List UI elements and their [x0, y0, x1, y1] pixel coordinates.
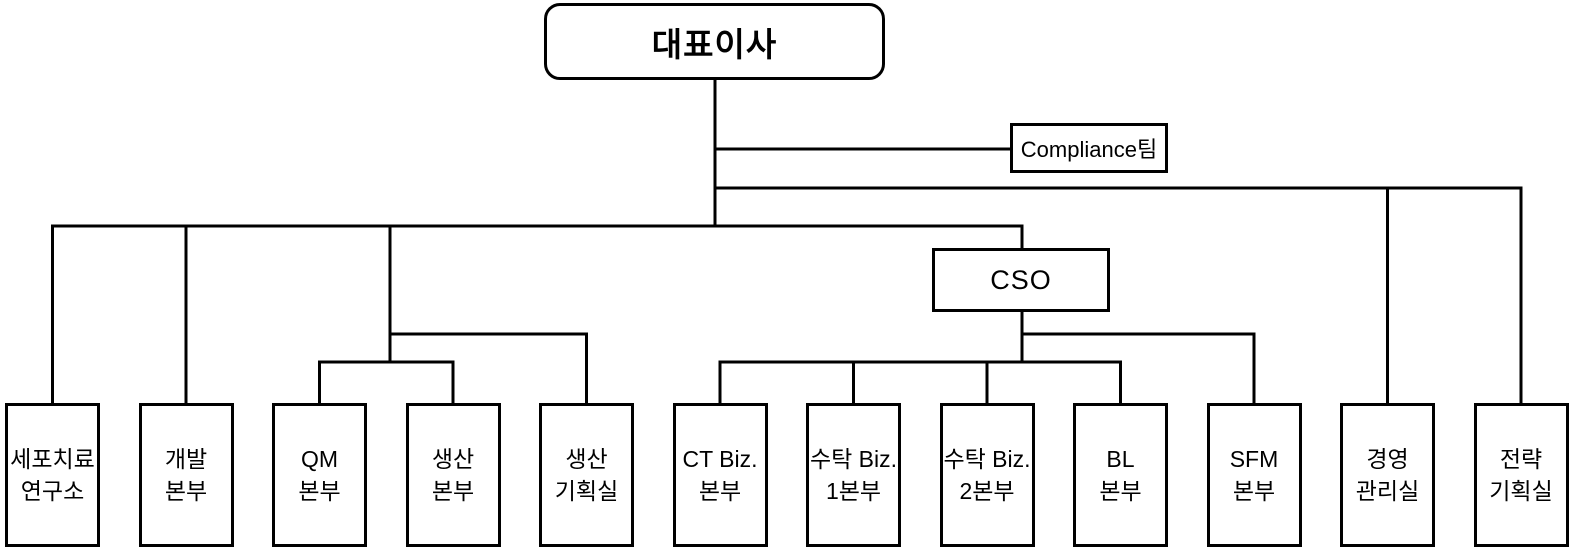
org-node-label: 개발	[164, 446, 208, 472]
org-node-label: 기획실	[554, 478, 619, 504]
org-node-dept-consignment-biz-1: 수탁 Biz. 1본부	[806, 403, 901, 547]
org-node-label: 경영	[1366, 446, 1409, 472]
org-node-label: 본부	[431, 478, 475, 504]
org-node-dept-qm: QM 본부	[272, 403, 367, 547]
org-node-label: 본부	[164, 478, 208, 504]
org-node-label: 본부	[298, 478, 341, 504]
org-node-dept-consignment-biz-2: 수탁 Biz. 2본부	[939, 403, 1035, 547]
org-node-ceo: 대표이사	[544, 3, 885, 80]
org-node-label: 대표이사	[651, 25, 778, 63]
org-node-dept-development: 개발 본부	[138, 403, 234, 547]
org-node-label: QM	[300, 446, 339, 472]
org-node-label: 연구소	[20, 478, 85, 504]
org-node-label: 수탁 Biz.	[943, 446, 1031, 472]
org-node-dept-sfm: SFM 본부	[1206, 403, 1302, 547]
org-node-label: 생산	[565, 446, 608, 472]
org-node-dept-production: 생산 본부	[405, 403, 501, 547]
org-node-dept-cell-therapy-institute: 세포치료 연구소	[5, 403, 100, 547]
org-node-dept-strategic-planning: 전략 기획실	[1473, 403, 1569, 547]
org-node-label: 1본부	[825, 478, 882, 504]
org-node-label: Compliance팀	[1020, 137, 1158, 162]
org-node-label: 2본부	[959, 478, 1015, 504]
org-node-label: CT Biz.	[682, 446, 758, 472]
org-node-label: 본부	[1099, 478, 1142, 504]
org-node-label: SFM	[1229, 446, 1279, 472]
org-node-dept-production-planning: 생산 기획실	[539, 403, 634, 547]
org-node-label: 생산	[431, 446, 475, 472]
org-node-label: 기획실	[1489, 478, 1553, 504]
org-node-dept-bl: BL 본부	[1073, 403, 1168, 547]
org-node-label: BL	[1106, 446, 1135, 472]
org-node-label: 수탁 Biz.	[809, 446, 898, 472]
org-node-label: 관리실	[1355, 478, 1420, 504]
org-node-dept-ct-biz: CT Biz. 본부	[672, 403, 768, 547]
org-node-cso: CSO	[932, 248, 1110, 312]
org-node-label: 본부	[1232, 478, 1276, 504]
org-node-dept-management-admin: 경영 관리실	[1340, 403, 1435, 547]
org-node-label: 본부	[698, 478, 742, 504]
org-node-label: 전략	[1499, 446, 1543, 472]
org-node-compliance: Compliance팀	[1010, 123, 1168, 173]
org-node-label: 세포치료	[10, 446, 95, 472]
org-node-label: CSO	[990, 264, 1052, 295]
